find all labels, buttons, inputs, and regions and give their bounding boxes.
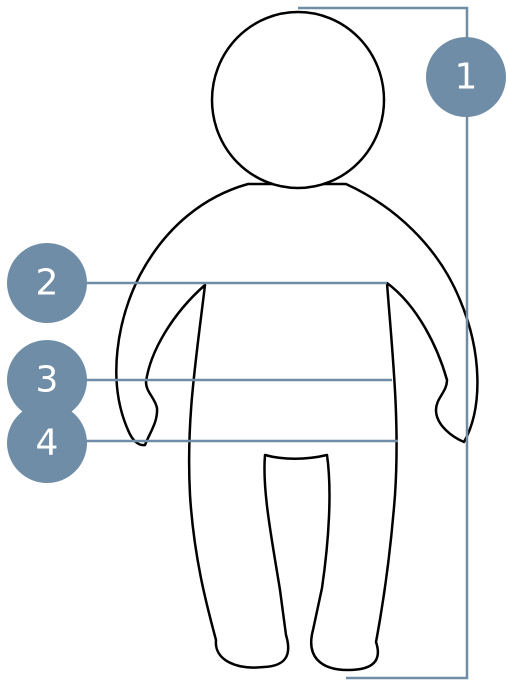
marker-4: 4 bbox=[7, 403, 87, 483]
marker-1: 1 bbox=[426, 37, 506, 117]
marker-2: 2 bbox=[7, 243, 87, 323]
marker-2-label: 2 bbox=[36, 263, 59, 304]
marker-1-label: 1 bbox=[455, 57, 478, 98]
body-outline bbox=[116, 184, 477, 670]
marker-4-label: 4 bbox=[36, 423, 59, 464]
head-outline bbox=[212, 12, 384, 188]
marker-3-label: 3 bbox=[36, 360, 59, 401]
child-figure-outline bbox=[116, 12, 477, 670]
